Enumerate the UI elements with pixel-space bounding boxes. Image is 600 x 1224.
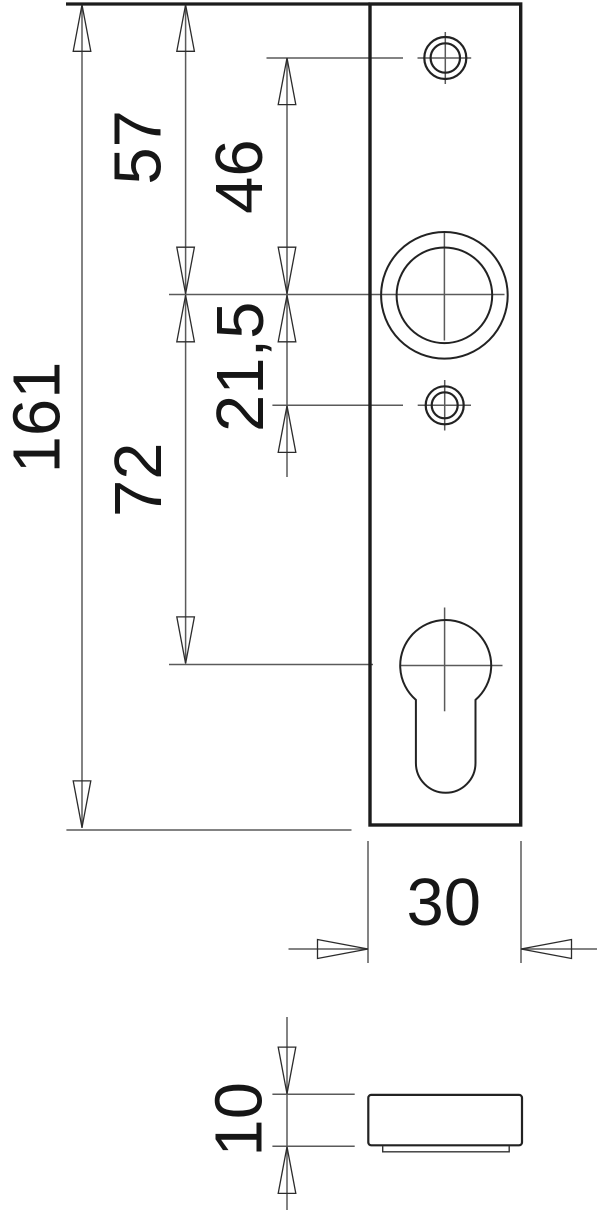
svg-text:57: 57 xyxy=(101,110,176,185)
svg-text:161: 161 xyxy=(0,362,75,474)
svg-text:30: 30 xyxy=(406,865,481,940)
svg-text:21,5: 21,5 xyxy=(203,302,278,432)
svg-text:10: 10 xyxy=(202,1082,277,1157)
svg-text:72: 72 xyxy=(101,442,176,517)
svg-text:46: 46 xyxy=(202,139,277,214)
